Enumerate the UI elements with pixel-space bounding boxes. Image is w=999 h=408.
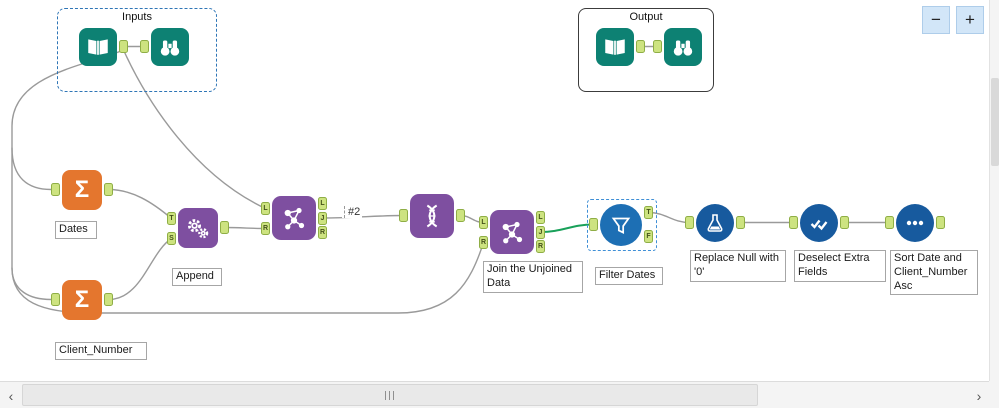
output-anchor[interactable] [220, 221, 229, 234]
input-anchor[interactable] [51, 183, 60, 196]
formula-beaker-icon [696, 204, 734, 242]
input-anchor[interactable] [885, 216, 894, 229]
browse-binoculars-icon [151, 28, 189, 66]
output-anchor[interactable] [936, 216, 945, 229]
input-anchor[interactable] [789, 216, 798, 229]
formula-tool[interactable] [685, 204, 745, 242]
input-anchor[interactable] [399, 209, 408, 222]
sort-tool[interactable] [885, 204, 945, 242]
sigma-icon: Σ [62, 280, 102, 320]
left-input-anchor[interactable]: L [479, 216, 488, 229]
left-output-anchor[interactable]: L [536, 211, 545, 224]
output-anchor[interactable] [104, 293, 113, 306]
output-anchor[interactable] [119, 40, 128, 53]
scrollbar-grip[interactable] [385, 391, 394, 400]
join-network-icon [272, 196, 316, 240]
zoom-out-button[interactable]: − [922, 6, 950, 34]
browse-tool-inputs[interactable] [140, 28, 189, 66]
tool-label-filter-dates[interactable]: Filter Dates [595, 267, 663, 285]
tool-label-client-number[interactable]: Client_Number [55, 342, 147, 360]
select-checks-icon [800, 204, 838, 242]
output-container-label: Output [629, 11, 663, 23]
source-input-anchor[interactable]: S [167, 232, 176, 245]
scroll-left-arrow[interactable]: ‹ [8, 387, 14, 404]
annotation-text: #2 [348, 206, 361, 218]
right-output-anchor[interactable]: R [318, 226, 327, 239]
tool-label-deselect-fields[interactable]: Deselect Extra Fields [794, 250, 886, 282]
zoom-in-button[interactable]: + [956, 6, 984, 34]
output-anchor[interactable] [636, 40, 645, 53]
output-anchor[interactable] [736, 216, 745, 229]
summarize-tool-dates[interactable]: Σ [51, 170, 113, 210]
filter-tool[interactable]: T F [589, 204, 653, 246]
sigma-glyph: Σ [74, 176, 90, 203]
join-output-anchor[interactable]: J [318, 211, 327, 225]
target-input-anchor[interactable]: T [167, 212, 176, 225]
input-anchor[interactable] [653, 40, 662, 53]
join-network-icon [490, 210, 534, 254]
browse-tool-output[interactable] [653, 28, 702, 66]
input-data-tool-output[interactable] [596, 28, 645, 66]
browse-binoculars-icon [664, 28, 702, 66]
input-anchor[interactable] [51, 293, 60, 306]
summarize-tool-client-number[interactable]: Σ [51, 280, 113, 320]
output-anchor[interactable] [456, 209, 465, 222]
sigma-icon: Σ [62, 170, 102, 210]
tool-label-replace-null[interactable]: Replace Null with '0' [690, 250, 786, 282]
tool-label-dates[interactable]: Dates [55, 221, 97, 239]
output-anchor[interactable] [840, 216, 849, 229]
append-fields-tool[interactable]: T S [167, 208, 229, 248]
vertical-scrollbar-thumb[interactable] [991, 78, 999, 166]
join-tool-unjoined[interactable]: L R L J R [479, 210, 545, 254]
inputs-container-label: Inputs [122, 11, 152, 23]
union-helix-icon [410, 194, 454, 238]
connection-annotation[interactable]: #2 [342, 206, 363, 218]
false-output-anchor[interactable]: F [644, 230, 653, 243]
horizontal-scrollbar-thumb[interactable] [22, 384, 758, 406]
tool-label-append[interactable]: Append [172, 268, 222, 286]
input-data-icon [596, 28, 634, 66]
right-input-anchor[interactable]: R [261, 222, 270, 235]
tool-label-sort[interactable]: Sort Date and Client_Number Asc [890, 250, 978, 296]
select-tool[interactable] [789, 204, 849, 242]
left-input-anchor[interactable]: L [261, 202, 270, 215]
output-anchor[interactable] [104, 183, 113, 196]
sigma-glyph: Σ [74, 286, 90, 313]
scroll-right-arrow[interactable]: › [976, 387, 982, 404]
filter-funnel-icon [600, 204, 642, 246]
join-tool-first[interactable]: L R L J R [261, 196, 327, 240]
output-container[interactable]: Output [578, 8, 714, 92]
left-output-anchor[interactable]: L [318, 197, 327, 210]
input-data-icon [79, 28, 117, 66]
union-tool[interactable] [399, 194, 465, 238]
vertical-scrollbar[interactable] [989, 0, 999, 381]
input-anchor[interactable] [589, 218, 598, 231]
annotation-tick-icon [344, 206, 345, 218]
input-anchor[interactable] [140, 40, 149, 53]
input-anchor[interactable] [685, 216, 694, 229]
gears-icon [178, 208, 218, 248]
horizontal-scrollbar[interactable]: ‹ › [0, 381, 999, 408]
right-output-anchor[interactable]: R [536, 240, 545, 253]
right-input-anchor[interactable]: R [479, 236, 488, 249]
scrollbar-corner [989, 381, 999, 408]
tool-label-join-unjoined[interactable]: Join the Unjoined Data [483, 261, 583, 293]
sort-dots-icon [896, 204, 934, 242]
input-data-tool-inputs[interactable] [79, 28, 128, 66]
true-output-anchor[interactable]: T [644, 206, 653, 219]
join-output-anchor[interactable]: J [536, 225, 545, 239]
